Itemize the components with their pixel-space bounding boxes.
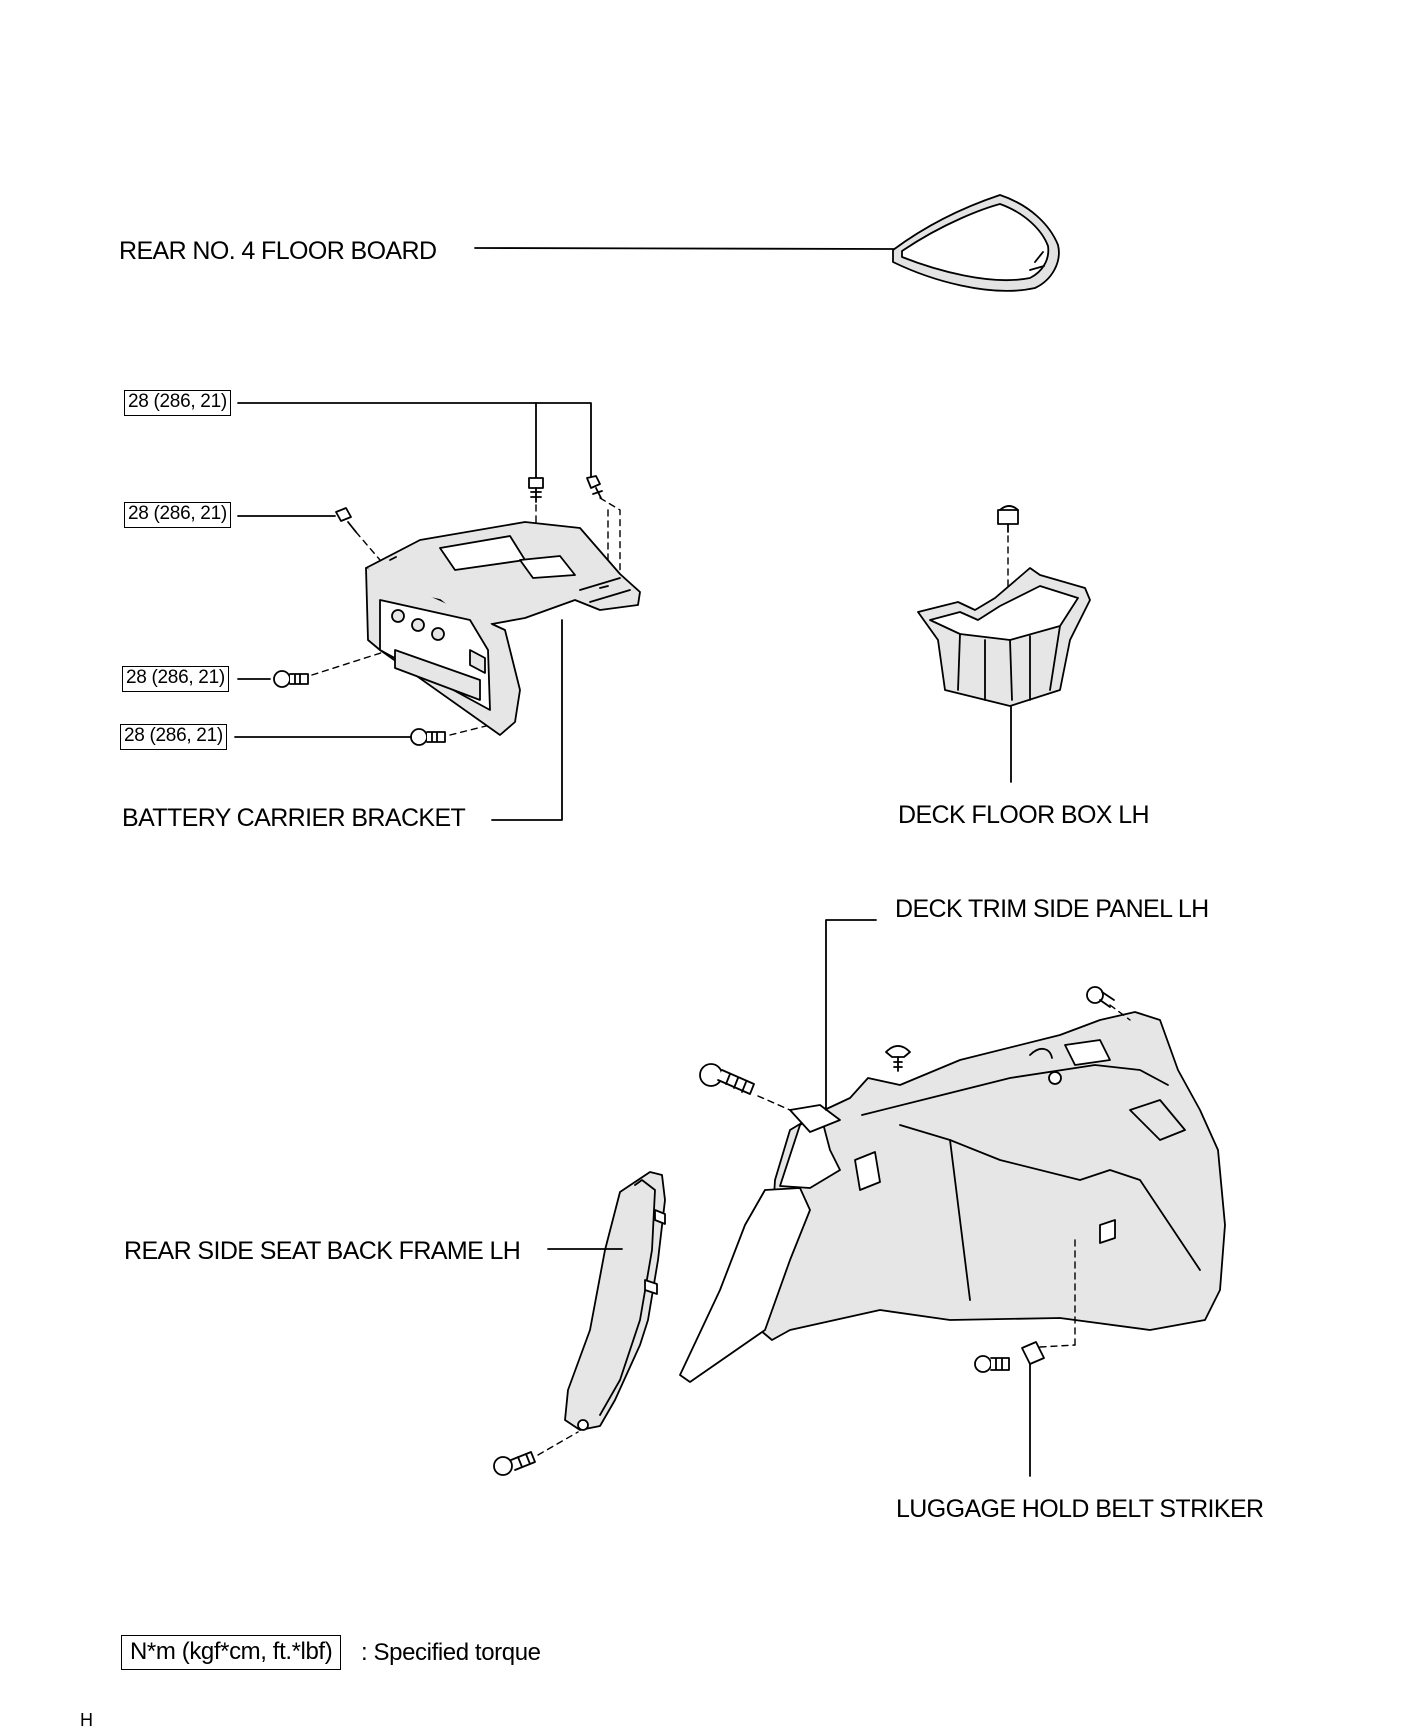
bracket-bolts [273,475,603,746]
label-deck-floor-box: DECK FLOOR BOX LH [898,801,1150,829]
torque-leaders [234,402,592,738]
deck-trim-panel-part [679,1011,1226,1383]
corner-mark: H [80,1710,93,1730]
seat-back-frame-part [493,1171,666,1476]
panel-fasteners [699,986,1131,1373]
label-deck-trim-panel: DECK TRIM SIDE PANEL LH [895,895,1209,923]
torque-spec-middle: 28 (286, 21) [122,666,229,692]
label-floor-board: REAR NO. 4 FLOOR BOARD [119,237,437,265]
trim-panel-leader [825,919,877,1111]
bracket-leader [491,619,563,821]
label-belt-striker: LUGGAGE HOLD BELT STRIKER [896,1495,1264,1523]
torque-spec-top: 28 (286, 21) [124,390,231,416]
deck-floor-box-part [917,505,1091,707]
battery-bracket-part [365,521,641,736]
label-battery-bracket: BATTERY CARRIER BRACKET [122,804,466,832]
legend-torque-box: N*m (kgf*cm, ft.*lbf) [121,1635,342,1671]
label-seat-back-frame: REAR SIDE SEAT BACK FRAME LH [124,1237,521,1265]
legend-torque-text: : Specified torque [361,1639,541,1666]
torque-spec-upper-left: 28 (286, 21) [124,502,231,528]
floor-board-part [474,194,1060,292]
torque-spec-lower: 28 (286, 21) [120,724,227,750]
